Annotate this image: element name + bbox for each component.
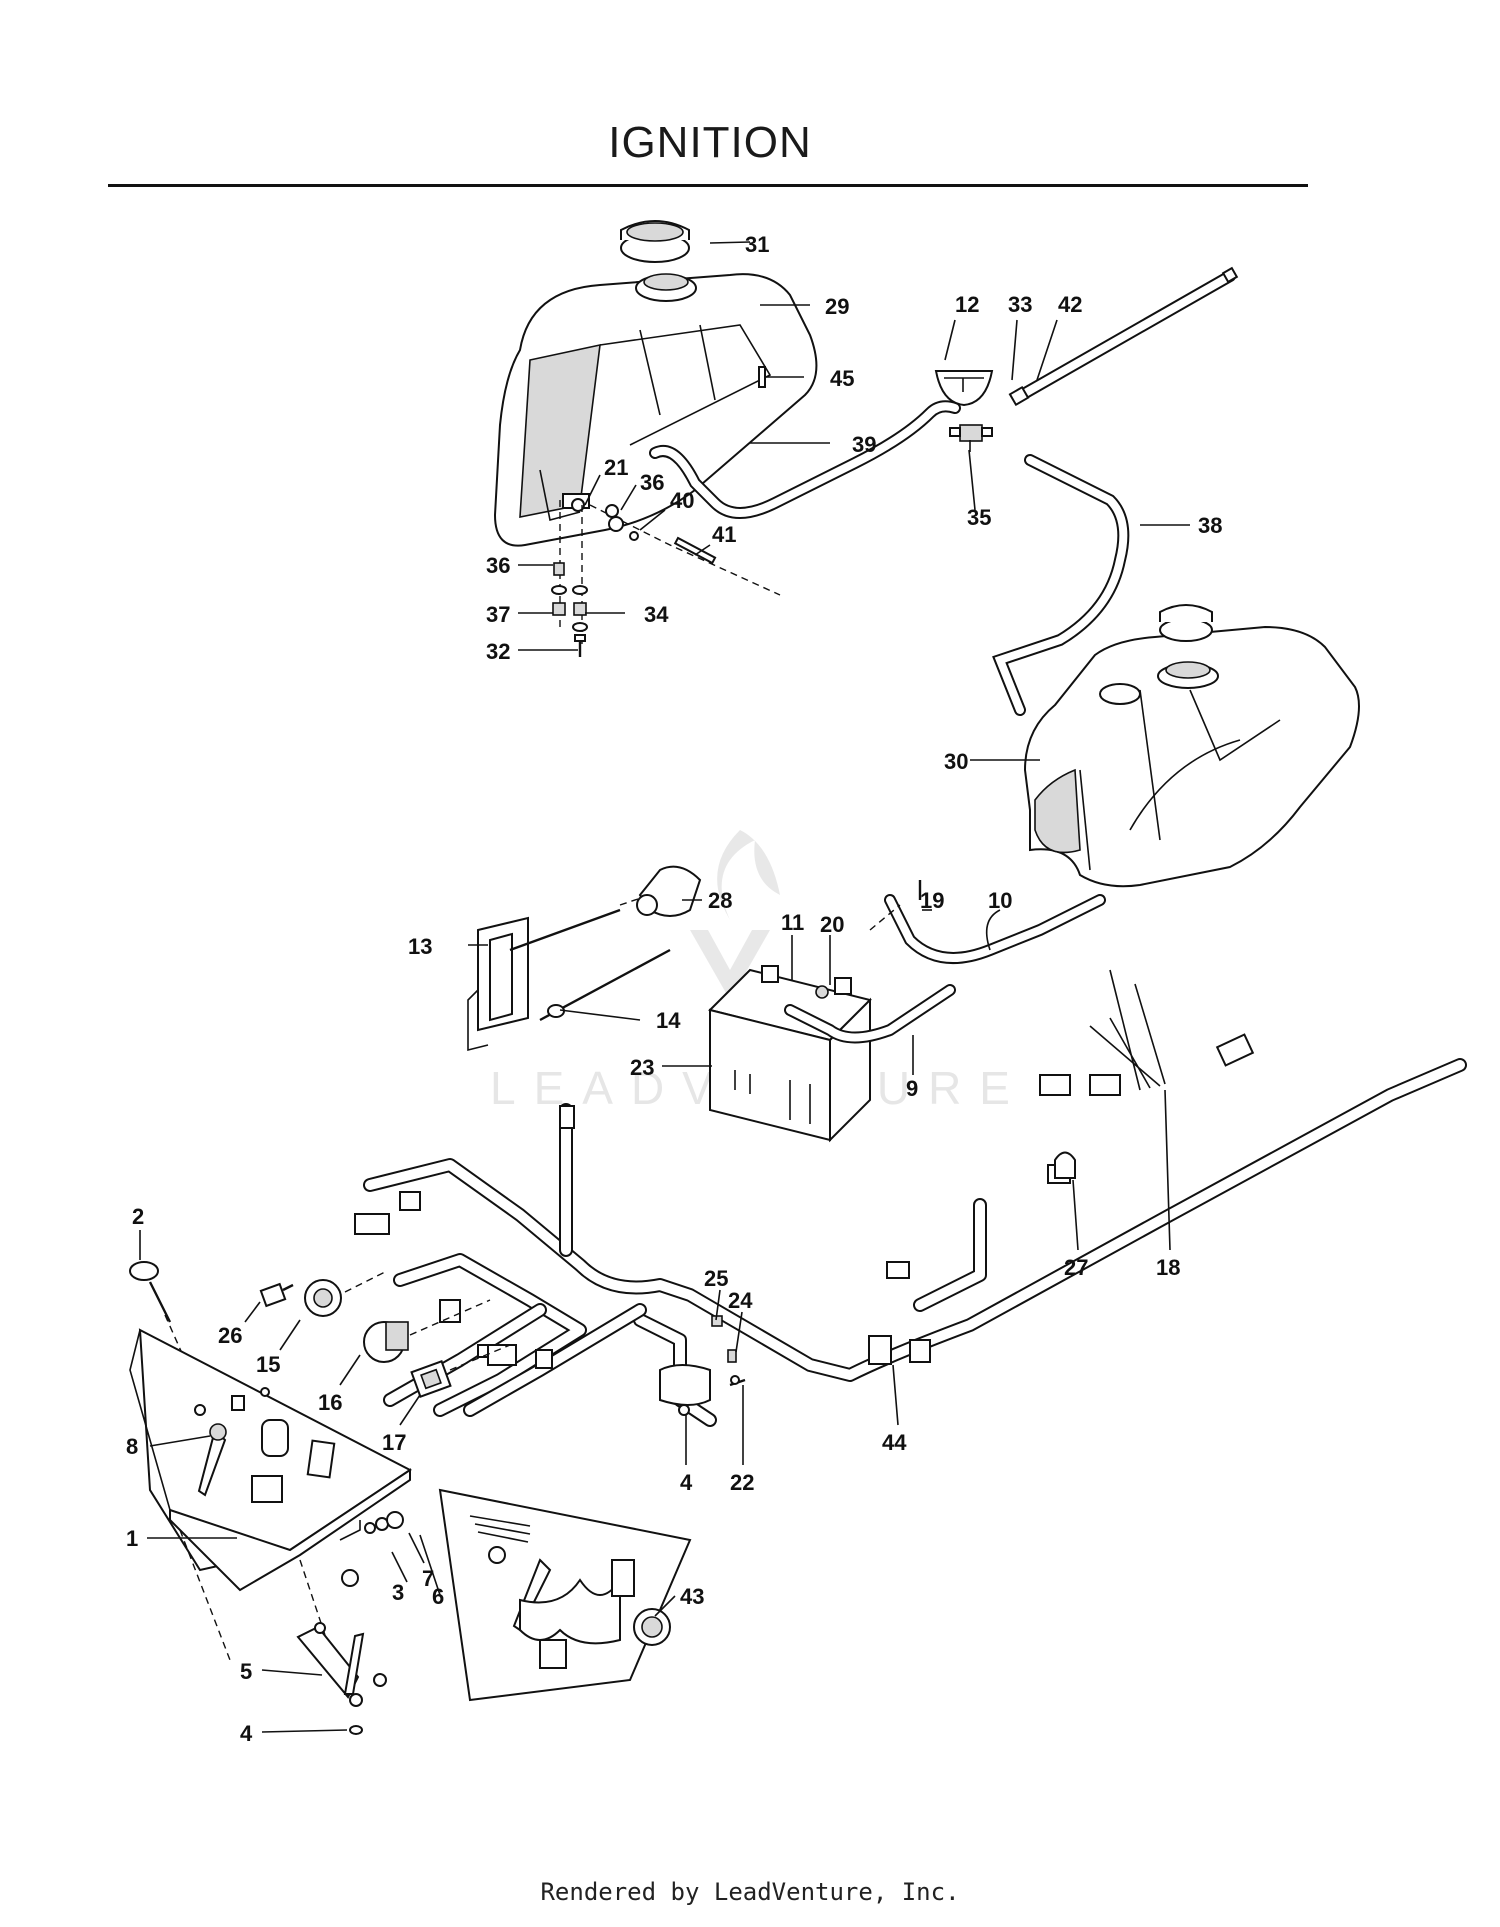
callout-17: 17: [382, 1430, 406, 1455]
callout-36-upper: 36: [640, 470, 664, 495]
dash-switches: [259, 1271, 511, 1398]
callout-3: 3: [392, 1580, 404, 1605]
fuel-line-42: [1008, 266, 1239, 407]
callout-30: 30: [944, 749, 968, 774]
callout-44: 44: [882, 1430, 907, 1455]
callout-10: 10: [988, 888, 1012, 913]
callout-23: 23: [630, 1055, 654, 1080]
callout-35: 35: [967, 505, 991, 530]
callout-25: 25: [704, 1266, 728, 1291]
fuel-cap-31: [620, 220, 690, 263]
page-title: IGNITION: [608, 118, 812, 167]
callout-29: 29: [825, 294, 849, 319]
callout-7: 7: [422, 1566, 434, 1591]
fuel-tank-right: [1023, 604, 1360, 888]
callout-39: 39: [852, 432, 876, 457]
dash-decal: [438, 1488, 692, 1702]
harness-clips: [659, 1151, 1076, 1416]
fuel-shutoff-valve: [934, 370, 994, 452]
callout-5: 5: [240, 1659, 252, 1684]
fuel-hose-39: [649, 400, 961, 519]
callout-42: 42: [1058, 292, 1082, 317]
tank-mount-hardware: [551, 493, 781, 657]
footer-credit: Rendered by LeadVenture, Inc.: [540, 1878, 960, 1906]
callout-36-lower: 36: [486, 553, 510, 578]
dash-panel: [129, 1328, 412, 1681]
callout-41: 41: [712, 522, 736, 547]
callout-14: 14: [656, 1008, 681, 1033]
title-rule: [108, 184, 1308, 187]
callout-32: 32: [486, 639, 510, 664]
callout-1: 1: [126, 1526, 138, 1551]
battery-cables: [784, 880, 1106, 1044]
callout-11: 11: [781, 910, 804, 935]
callout-16: 16: [318, 1390, 342, 1415]
callout-33: 33: [1008, 292, 1032, 317]
callout-4-bottom: 4: [240, 1721, 253, 1746]
callout-37: 37: [486, 602, 510, 627]
callout-6: 6: [432, 1584, 444, 1609]
callout-8: 8: [126, 1434, 138, 1459]
wire-harness: [354, 969, 1467, 1427]
callout-13: 13: [408, 934, 432, 959]
leader-lines: [139, 241, 1190, 1733]
callout-34: 34: [644, 602, 669, 627]
callout-20: 20: [820, 912, 844, 937]
callout-43: 43: [680, 1584, 704, 1609]
callout-28: 28: [708, 888, 732, 913]
fuel-tank-left: [493, 273, 818, 547]
fuel-hose-38: [992, 454, 1130, 716]
callout-22: 22: [730, 1470, 754, 1495]
callout-19: 19: [920, 888, 944, 913]
callout-labels: 31 29 12 33 42 45 39 21 36 40 41 36 37 3…: [126, 232, 1222, 1746]
callout-18: 18: [1156, 1255, 1180, 1280]
callout-45: 45: [830, 366, 854, 391]
callout-31: 31: [745, 232, 769, 257]
callout-27: 27: [1064, 1255, 1088, 1280]
callout-9: 9: [906, 1076, 918, 1101]
solenoid-bracket-assembly: [467, 865, 702, 1052]
callout-4-mid: 4: [680, 1470, 693, 1495]
callout-40: 40: [670, 488, 694, 513]
callout-26: 26: [218, 1323, 242, 1348]
callout-21: 21: [604, 455, 628, 480]
callout-15: 15: [256, 1352, 280, 1377]
callout-2: 2: [132, 1204, 144, 1229]
panel-bracket: [296, 1622, 387, 1735]
battery: [708, 965, 872, 1143]
callout-24: 24: [728, 1288, 753, 1313]
callout-38: 38: [1198, 513, 1222, 538]
callout-12: 12: [955, 292, 979, 317]
